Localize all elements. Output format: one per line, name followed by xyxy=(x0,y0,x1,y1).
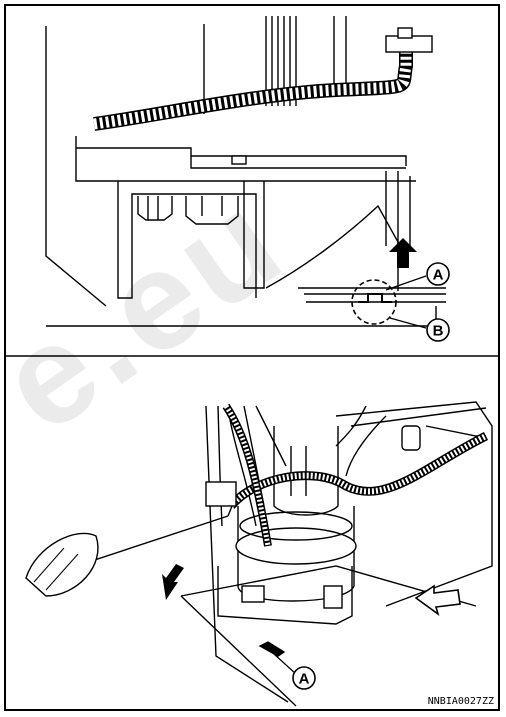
top-leaders xyxy=(385,275,427,329)
callout-a-bottom-label: A xyxy=(299,671,310,688)
diagram-svg: A B xyxy=(6,16,498,707)
figure-frame: A B xyxy=(4,4,500,711)
callout-a-top: A xyxy=(426,262,450,286)
bottom-leader xyxy=(273,653,297,675)
down-left-arrow-icon xyxy=(162,564,184,600)
up-arrow-icon xyxy=(389,238,417,268)
figure-code: NNBIA0027ZZ xyxy=(427,696,494,707)
top-panel xyxy=(45,16,446,327)
pull-arrow-icon xyxy=(414,584,461,617)
callout-b-top-label: B xyxy=(433,323,444,340)
callout-a-top-label: A xyxy=(433,267,444,284)
callout-b-top: B xyxy=(426,318,450,342)
callout-a-bottom: A xyxy=(292,666,316,690)
bottom-panel xyxy=(25,401,493,707)
